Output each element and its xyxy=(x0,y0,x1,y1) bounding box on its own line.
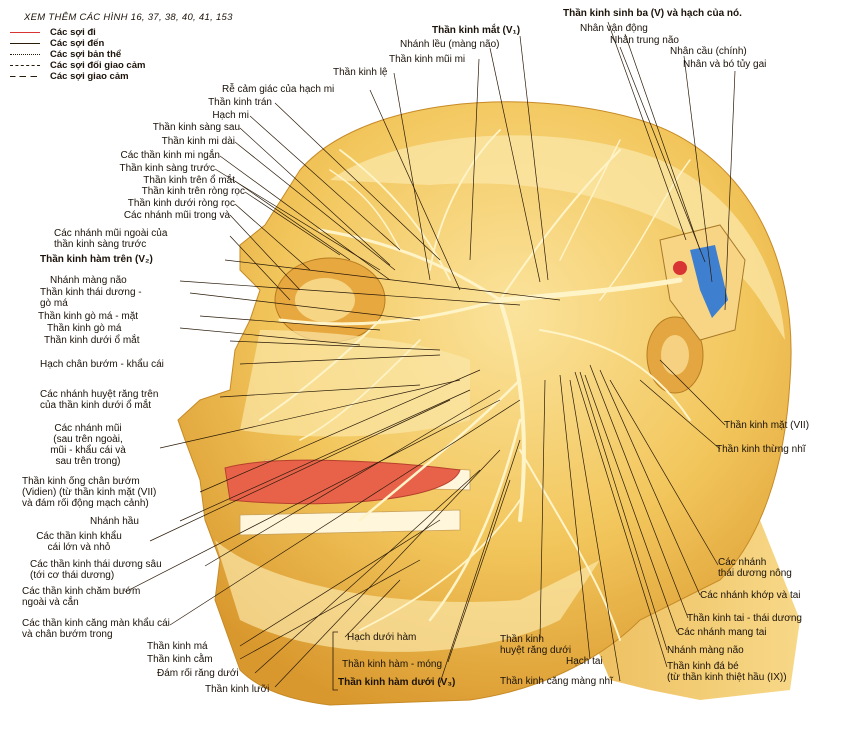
label-infratrochlear: Thần kinh dưới ròng rọc xyxy=(128,198,235,209)
label-spinal-nucleus: Nhân và bó tủy gai xyxy=(683,59,766,70)
label-mylohyoid: Thần kinh hàm - móng xyxy=(342,659,442,670)
label-facial-nerve: Thần kinh mặt (VII) xyxy=(724,420,809,431)
legend-swatch xyxy=(10,32,40,33)
legend-swatch xyxy=(10,65,40,66)
label-infraorbital: Thần kinh dưới ổ mắt xyxy=(44,335,140,346)
label-lacrimal: Thần kinh lệ xyxy=(333,67,387,78)
eye xyxy=(295,278,355,322)
label-ciliary-ganglion: Hạch mi xyxy=(212,110,249,121)
label-auriculotemporal: Thần kinh tai - thái dương xyxy=(687,613,802,624)
label-motor-nucleus: Nhân vận động xyxy=(580,23,648,34)
label-lingual: Thần kinh lưỡi xyxy=(205,684,269,695)
label-articular-branches: Các nhánh khớp và tai xyxy=(700,590,801,601)
label-parotid-branches: Các nhánh mang tai xyxy=(677,627,767,638)
label-palatine: Các thần kinh khẩu cái lớn và nhỏ xyxy=(14,531,144,553)
label-pterygopalatine-ganglion: Hạch chân bướm - khẩu cái xyxy=(40,359,164,370)
label-mental: Thần kinh cằm xyxy=(147,654,213,665)
label-submandibular-ganglion: Hạch dưới hàm xyxy=(347,632,416,643)
label-pterygoid-canal: Thần kinh ống chân bướm (Vidien) (từ thầ… xyxy=(22,476,156,509)
label-nasociliary: Thần kinh mũi mi xyxy=(389,54,465,65)
label-frontal: Thần kinh trán xyxy=(208,97,272,108)
label-lateral-pterygoid: Các thần kinh chăm bướm ngoài và cắn xyxy=(22,586,140,608)
label-anterior-ethmoidal: Thần kinh sàng trước xyxy=(119,163,215,174)
label-buccal: Thần kinh má xyxy=(147,641,208,652)
legend-item: Các sợi đối giao cảm xyxy=(10,60,160,71)
label-zygomaticofacial: Thần kinh gò má - mặt xyxy=(38,311,138,322)
label-lesser-petrosal: Thần kinh đá bé (từ thần kinh thiệt hầu … xyxy=(667,661,787,683)
label-otic-ganglion: Hạch tai xyxy=(566,656,603,667)
label-long-ciliary: Thần kinh mi dài xyxy=(162,136,235,147)
label-supratrochlear: Thần kinh trên ròng rọc xyxy=(142,186,245,197)
label-external-nasal: Các nhánh mũi ngoài của thần kinh sàng t… xyxy=(54,228,167,250)
label-superior-alveolar: Các nhánh huyệt răng trên của thần kinh … xyxy=(40,389,158,411)
label-internal-nasal: Các nhánh mũi trong và xyxy=(124,210,230,221)
legend-label: Các sợi giao cảm xyxy=(50,71,129,82)
label-supraorbital: Thần kinh trên ổ mắt xyxy=(143,175,235,186)
label-deep-temporal: Các thần kinh thái dương sâu (tới cơ thá… xyxy=(30,559,162,581)
label-meningeal-branch-2: Nhánh màng não xyxy=(667,645,744,656)
label-maxillary: Thần kinh hàm trên (V₂) xyxy=(40,254,153,265)
label-pharyngeal-branch: Nhánh hầu xyxy=(90,516,139,527)
legend-label: Các sợi đến xyxy=(50,38,104,49)
label-tensor-tympani: Thần kinh căng màng nhĩ xyxy=(500,676,613,687)
legend-swatch xyxy=(10,76,40,77)
label-short-ciliary: Các thần kinh mi ngắn xyxy=(120,150,220,161)
legend-label: Các sợi đối giao cảm xyxy=(50,60,145,71)
label-mesencephalic-nucleus: Nhân trung não xyxy=(610,35,679,46)
trigeminal-nucleus-red xyxy=(673,261,687,275)
label-superficial-temporal: Các nhánh thái dương nông xyxy=(718,557,792,579)
label-nasal-branches: Các nhánh mũi (sau trên ngoài, mũi - khẩ… xyxy=(28,423,148,467)
label-inferior-alveolar: Thần kinh huyệt răng dưới xyxy=(500,634,571,656)
label-mandibular: Thần kinh hàm dưới (V₃) xyxy=(338,677,455,688)
label-ciliary-sensory-root: Rễ cảm giác của hạch mi xyxy=(222,84,334,95)
legend-item: Các sợi đến xyxy=(10,38,160,49)
label-trigeminal-nucleus: Thần kinh sinh ba (V) và hạch của nó. xyxy=(563,8,742,19)
legend-item: Các sợi bản thể xyxy=(10,49,160,60)
label-principal-nucleus: Nhân cầu (chính) xyxy=(670,46,747,57)
label-ophthalmic: Thần kinh mắt (V₁) xyxy=(432,25,520,36)
label-tensor-veli-palatini: Các thần kinh căng màn khẩu cái và chân … xyxy=(22,618,170,640)
ear-inner xyxy=(661,335,689,375)
label-zygomaticotemporal: Thần kinh thái dương - gò má xyxy=(40,287,142,309)
legend-label: Các sợi bản thể xyxy=(50,49,121,60)
legend-swatch xyxy=(10,54,40,55)
label-chorda-tympani: Thần kinh thừng nhĩ xyxy=(716,444,806,455)
figure-reference: XEM THÊM CÁC HÌNH 16, 37, 38, 40, 41, 15… xyxy=(24,12,233,23)
label-inferior-dental-plexus: Đám rối răng dưới xyxy=(157,668,239,679)
legend-swatch xyxy=(10,43,40,44)
legend-item: Các sợi giao cảm xyxy=(10,71,160,82)
legend-label: Các sợi đi xyxy=(50,27,96,38)
legend-item: Các sợi đi xyxy=(10,27,160,38)
label-posterior-ethmoidal: Thần kinh sàng sau xyxy=(153,122,240,133)
label-meningeal-branch: Nhánh màng não xyxy=(50,275,127,286)
label-zygomatic: Thần kinh gò má xyxy=(47,323,122,334)
label-tentorial-branch: Nhánh lều (màng não) xyxy=(400,39,500,50)
